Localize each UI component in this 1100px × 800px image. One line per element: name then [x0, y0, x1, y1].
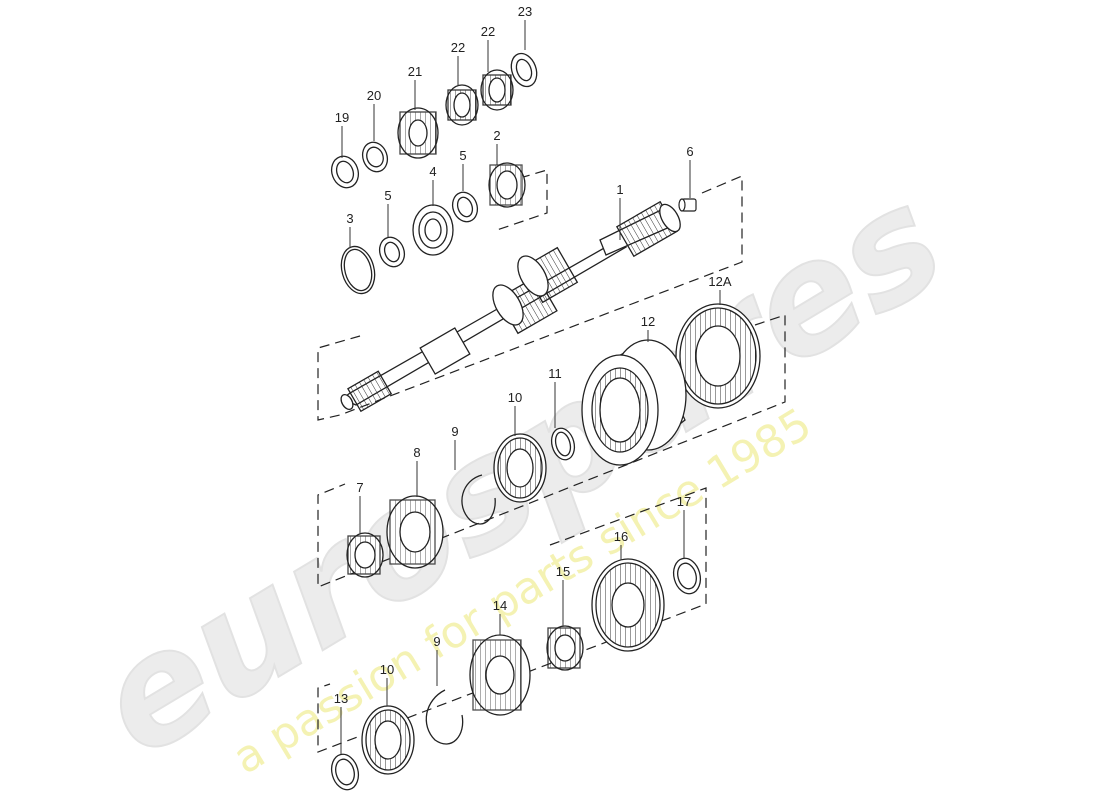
- part-15-needle-bearing: [546, 625, 584, 671]
- callout-10-upper: 10: [508, 390, 522, 405]
- callout-22-right: 22: [481, 24, 495, 39]
- top-cluster: [330, 52, 538, 295]
- callout-17: 17: [677, 494, 691, 509]
- callout-16: 16: [614, 529, 628, 544]
- callout-14: 14: [493, 598, 507, 613]
- shaft-gear-b: [517, 246, 579, 304]
- part-3-shim: [340, 245, 376, 295]
- middle-cluster: [346, 303, 761, 578]
- callout-5-lower: 5: [384, 188, 391, 203]
- callout-9-upper: 9: [451, 424, 458, 439]
- part-4-ball-bearing: [412, 204, 454, 256]
- callout-11: 11: [548, 366, 562, 381]
- callout-13: 13: [334, 691, 348, 706]
- part-16-gear: [591, 558, 665, 652]
- callout-12a: 12A: [708, 274, 731, 289]
- callout-5-upper: 5: [459, 148, 466, 163]
- part-9-spring-lower: [425, 689, 464, 745]
- callout-10-lower: 10: [380, 662, 394, 677]
- main-shaft: [340, 200, 681, 413]
- callout-8: 8: [413, 445, 420, 460]
- callout-3: 3: [346, 211, 353, 226]
- part-17-circlip: [672, 557, 702, 595]
- part-10-synchro-upper: [493, 433, 547, 503]
- callout-23: 23: [518, 4, 532, 19]
- lower-cluster: [330, 557, 702, 791]
- part-12a-gear: [675, 303, 761, 409]
- frame-bearing-group: [496, 169, 548, 231]
- part-10-synchro-lower: [361, 705, 415, 775]
- part-8-gear: [386, 495, 444, 569]
- part-22-bearing-left: [445, 84, 479, 126]
- callout-15: 15: [556, 564, 570, 579]
- callout-6: 6: [686, 144, 693, 159]
- part-5-circlip-lower: [378, 236, 406, 268]
- callout-20: 20: [367, 88, 381, 103]
- callout-4: 4: [429, 164, 436, 179]
- part-14-gear: [469, 634, 531, 716]
- part-11-circlip: [550, 427, 576, 461]
- callout-22-left: 22: [451, 40, 465, 55]
- part-12-sleeve: [581, 339, 687, 466]
- callout-19: 19: [335, 110, 349, 125]
- callout-numbers: 23 22 22 21 20 19 2 5 4 5 3 6 1 12A 12 1…: [334, 4, 732, 706]
- frame-middle-group: [317, 314, 786, 588]
- callout-9-lower: 9: [433, 634, 440, 649]
- part-9-spring-upper: [461, 474, 496, 525]
- part-23-washer: [510, 52, 538, 88]
- callout-1: 1: [616, 182, 623, 197]
- callout-7: 7: [356, 480, 363, 495]
- part-2-needle-bearing: [488, 162, 526, 208]
- shaft-pinion: [615, 200, 681, 258]
- part-5-circlip-upper: [451, 191, 479, 223]
- part-22-bearing-right: [480, 69, 514, 111]
- part-7-needle-bearing: [346, 532, 384, 578]
- callout-2: 2: [493, 128, 500, 143]
- callout-leaders: [340, 20, 721, 754]
- part-13-circlip: [330, 753, 360, 791]
- part-19-circlip: [330, 155, 360, 189]
- callout-21: 21: [408, 64, 422, 79]
- part-21-gear: [397, 107, 439, 159]
- part-6-pin: [678, 198, 697, 212]
- callout-12: 12: [641, 314, 655, 329]
- part-20-shim: [361, 141, 389, 173]
